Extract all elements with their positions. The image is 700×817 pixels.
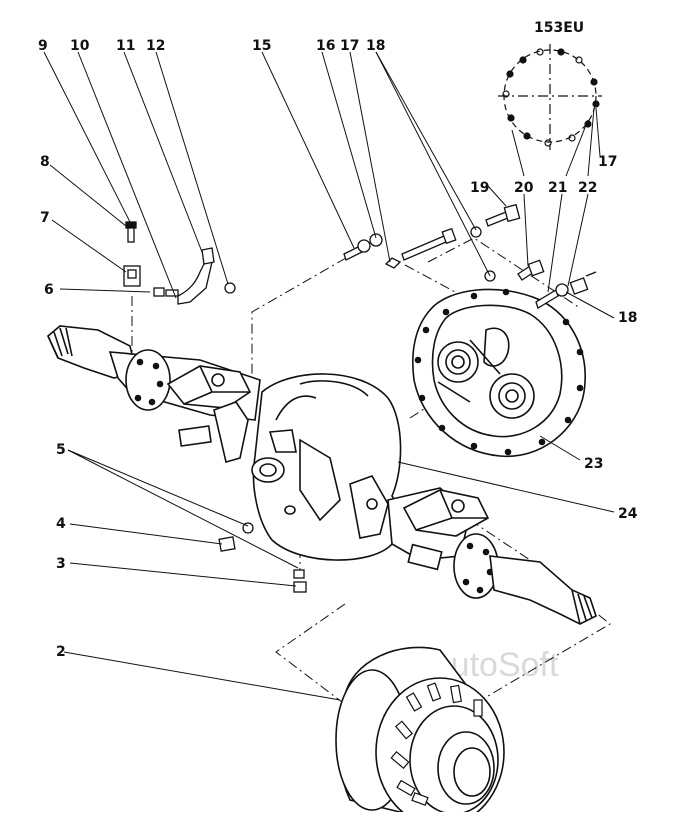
callout-20: 20 — [514, 180, 534, 196]
callout-6: 6 — [44, 282, 54, 298]
callout-labels: 2 3 4 5 6 7 8 9 10 11 12 15 16 17 18 19 … — [38, 20, 638, 660]
callout-11: 11 — [116, 38, 135, 54]
callout-19: 19 — [470, 180, 489, 196]
callout-21: 21 — [548, 180, 567, 196]
callout-10: 10 — [70, 38, 90, 54]
axle-housing — [47, 325, 597, 625]
detail-label: 153EU — [534, 20, 584, 36]
callout-7: 7 — [40, 210, 50, 226]
differential-carrier — [411, 288, 586, 458]
callout-9: 9 — [38, 38, 48, 54]
callout-18-right: 18 — [618, 310, 637, 326]
callout-18-top: 18 — [366, 38, 385, 54]
bolt-circle-detail — [498, 44, 602, 150]
leader-lines — [43, 51, 615, 701]
callout-23: 23 — [584, 456, 603, 472]
callout-17-top: 17 — [340, 38, 359, 54]
callout-5: 5 — [56, 442, 66, 458]
callout-3: 3 — [56, 556, 66, 572]
callout-4: 4 — [56, 516, 66, 532]
callout-8: 8 — [40, 154, 50, 170]
brake-drum — [335, 646, 505, 817]
callout-17-detail: 17 — [598, 154, 617, 170]
callout-12: 12 — [146, 38, 165, 54]
callout-2: 2 — [56, 644, 66, 660]
callout-22: 22 — [578, 180, 597, 196]
callout-15: 15 — [252, 38, 271, 54]
fasteners — [123, 203, 597, 593]
callout-16: 16 — [316, 38, 335, 54]
callout-24: 24 — [618, 506, 638, 522]
